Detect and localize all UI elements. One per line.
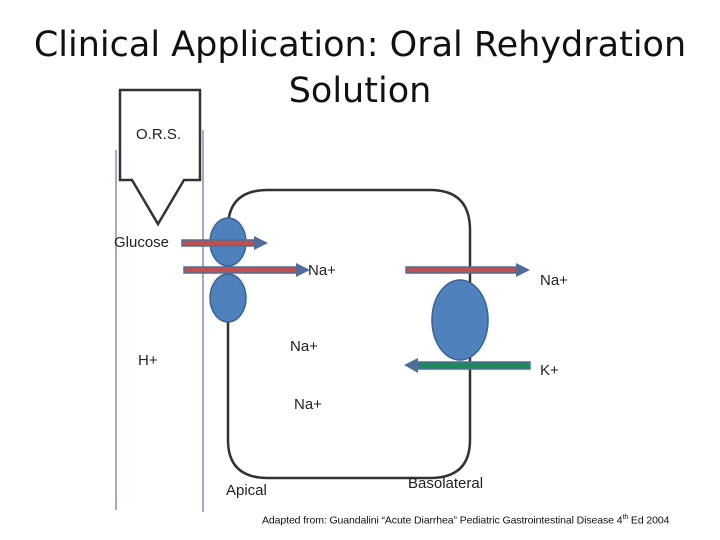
label-na-mid: Na+ [290, 338, 318, 355]
ors-arrow [118, 88, 202, 227]
glucose-arrow [181, 236, 268, 250]
footnote-sup: th [622, 514, 629, 521]
footnote-citation: Adapted from: Guandalini “Acute Diarrhea… [262, 514, 669, 527]
na-apical-arrow [183, 263, 310, 277]
label-glucose: Glucose [114, 234, 170, 251]
footnote-text: Adapted from: Guandalini “Acute Diarrhea… [262, 514, 623, 527]
apical-transporter-bottom [209, 273, 247, 323]
label-na-top-left: Na+ [308, 262, 336, 279]
label-na-top-right: Na+ [540, 272, 568, 289]
na-basolateral-arrow [405, 263, 530, 277]
label-na-bottom: Na+ [294, 396, 322, 413]
label-k-plus: K+ [540, 362, 559, 379]
page-title: Clinical Application: Oral Rehydration S… [0, 22, 720, 114]
k-arrow [404, 358, 531, 373]
title-line-1: Clinical Application: Oral Rehydration [33, 25, 687, 65]
label-apical: Apical [226, 482, 267, 499]
label-basolateral: Basolateral [408, 475, 484, 492]
cell-membrane [226, 188, 472, 480]
label-ors: O.R.S. [136, 126, 182, 143]
footnote-tail: Ed 2004 [628, 514, 670, 527]
label-h-plus: H+ [138, 352, 158, 369]
basolateral-pump [431, 279, 489, 361]
title-line-2: Solution [288, 71, 432, 111]
